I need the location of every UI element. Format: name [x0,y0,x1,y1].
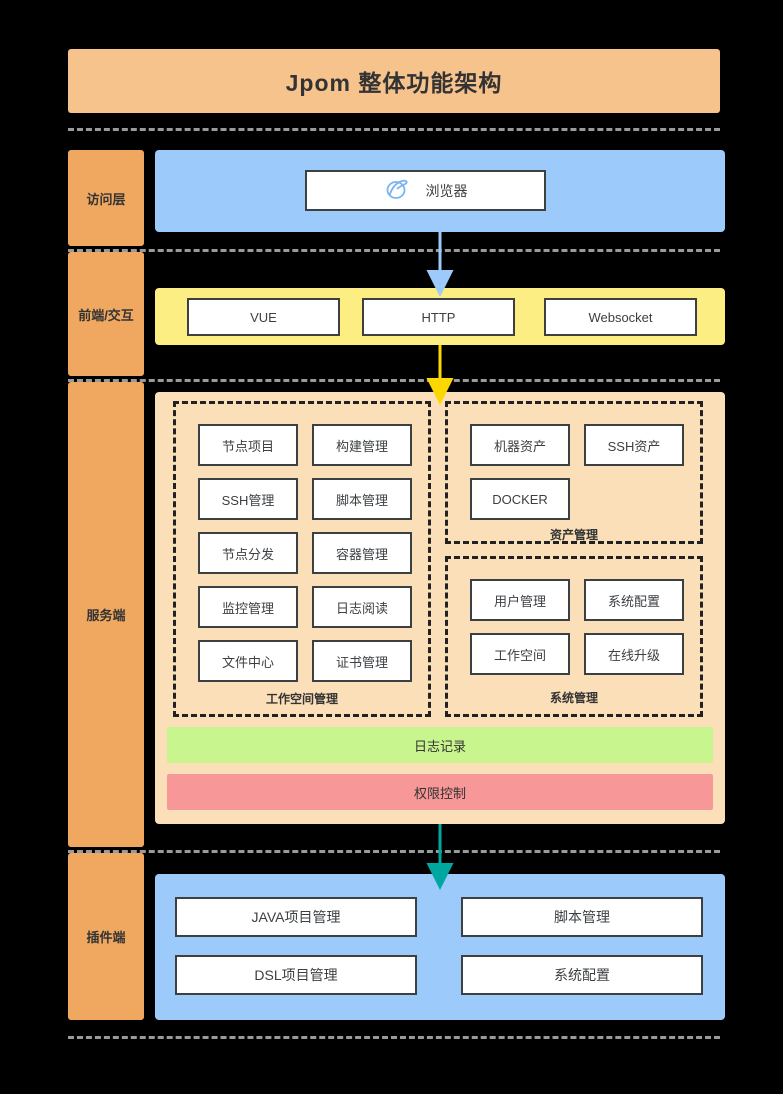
node-online-upgrade[interactable]: 在线升级 [584,633,684,675]
sidebar-plugin-layer [68,853,144,1020]
separator-access-frontend [68,249,720,252]
browser-label: 浏览器 [425,182,468,199]
frontend-node-http[interactable]: HTTP [362,298,515,336]
server-layer-panel: 节点项目 构建管理 SSH管理 脚本管理 节点分发 容器管理 监控管理 日志阅读… [155,392,725,824]
node-machine-asset[interactable]: 机器资产 [470,424,570,466]
plugin-layer-panel: JAVA项目管理 脚本管理 DSL项目管理 系统配置 [155,874,725,1020]
node-cert-management[interactable]: 证书管理 [312,640,412,682]
bar-permission-control[interactable]: 权限控制 [167,774,713,810]
browser-globe-icon [384,176,410,205]
node-user-management[interactable]: 用户管理 [470,579,570,621]
group-asset-management: 机器资产 SSH资产 DOCKER 资产管理 [445,401,703,544]
node-dsl-project-management[interactable]: DSL项目管理 [175,955,417,995]
node-workspace[interactable]: 工作空间 [470,633,570,675]
sidebar-server-layer [68,382,144,847]
group-workspace-management: 节点项目 构建管理 SSH管理 脚本管理 节点分发 容器管理 监控管理 日志阅读… [173,401,431,717]
layer-label-access: 访问层 [86,191,126,207]
separator-frontend-server [68,379,720,382]
node-container-management[interactable]: 容器管理 [312,532,412,574]
browser-node[interactable]: 浏览器 [305,170,546,211]
diagram-title: Jpom 整体功能架构 [68,49,720,113]
separator-server-plugin [68,850,720,853]
frontend-node-vue[interactable]: VUE [187,298,340,336]
sidebar-access-layer [68,150,144,246]
group-system-management: 用户管理 系统配置 工作空间 在线升级 系统管理 [445,556,703,717]
node-node-distribute[interactable]: 节点分发 [198,532,298,574]
node-file-center[interactable]: 文件中心 [198,640,298,682]
layer-label-plugin: 插件端 [86,930,126,945]
group-label-workspace-management: 工作空间管理 [265,692,338,706]
node-build-management[interactable]: 构建管理 [312,424,412,466]
bar-log-record[interactable]: 日志记录 [167,727,713,763]
node-log-read[interactable]: 日志阅读 [312,586,412,628]
sidebar-frontend-layer [68,252,144,376]
node-monitor-management[interactable]: 监控管理 [198,586,298,628]
group-label-asset-management: 资产管理 [549,528,598,542]
node-system-config[interactable]: 系统配置 [584,579,684,621]
node-ssh-management[interactable]: SSH管理 [198,478,298,520]
node-ssh-asset[interactable]: SSH资产 [584,424,684,466]
layer-label-server: 服务端 [86,608,126,623]
access-layer-panel: 浏览器 [155,150,725,232]
node-script-management[interactable]: 脚本管理 [312,478,412,520]
frontend-node-websocket[interactable]: Websocket [544,298,697,336]
separator-bottom [68,1036,720,1039]
node-docker[interactable]: DOCKER [470,478,570,520]
node-node-project[interactable]: 节点项目 [198,424,298,466]
separator-title [68,128,720,131]
layer-label-frontend: 前端/交互 [78,307,134,323]
node-java-project-management[interactable]: JAVA项目管理 [175,897,417,937]
frontend-layer-panel: VUE HTTP Websocket [155,288,725,345]
node-plugin-script-management[interactable]: 脚本管理 [461,897,703,937]
node-plugin-system-config[interactable]: 系统配置 [461,955,703,995]
group-label-system-management: 系统管理 [549,691,598,705]
